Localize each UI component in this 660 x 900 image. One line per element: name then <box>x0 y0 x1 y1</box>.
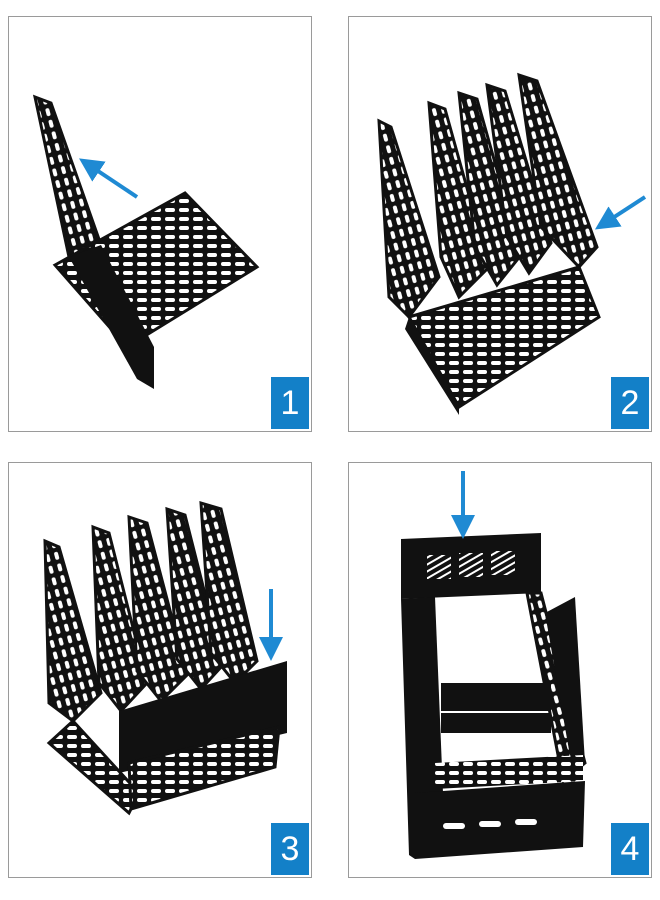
organizer-base-with-first-divider <box>32 94 260 389</box>
arrow-down-left-icon <box>594 195 647 230</box>
arrow-down-left-icon <box>79 158 139 199</box>
step-number: 4 <box>620 829 640 868</box>
step-panel-1: 1 <box>8 16 312 432</box>
step-number: 3 <box>280 829 300 868</box>
step-panel-2: 2 <box>348 16 652 432</box>
organizer-rear-panel-dropping-in <box>401 471 587 859</box>
step-panel-3: 3 <box>8 462 312 878</box>
step-number: 2 <box>620 383 640 422</box>
organizer-front-panel-sliding-in <box>43 500 287 816</box>
step-badge-3: 3 <box>271 823 309 875</box>
step-badge-1: 1 <box>271 377 309 429</box>
organizer-with-all-dividers <box>377 72 647 415</box>
step-badge-4: 4 <box>611 823 649 875</box>
step-panel-4: 4 <box>348 462 652 878</box>
step-badge-2: 2 <box>611 377 649 429</box>
step-number: 1 <box>280 383 300 422</box>
